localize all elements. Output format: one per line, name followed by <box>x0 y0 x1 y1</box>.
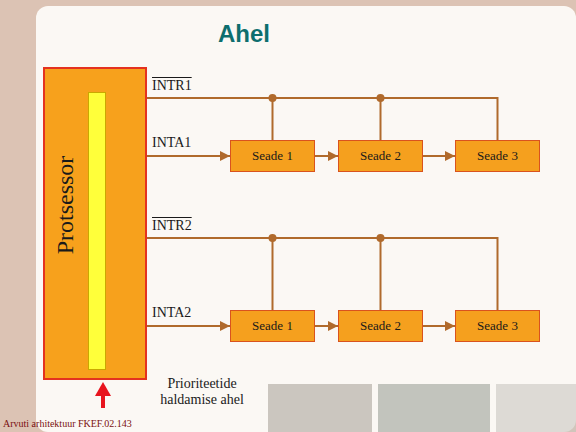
junction-dot <box>377 94 385 102</box>
processor-box: Protsessor <box>43 67 147 380</box>
junction-dot <box>377 234 385 242</box>
acknowledge-arrow <box>423 155 455 157</box>
node-text: Seade 2 <box>360 148 401 164</box>
device-box: Seade 1 <box>230 310 315 342</box>
node-text: Seade 1 <box>252 318 293 334</box>
acknowledge-arrow <box>147 325 230 327</box>
slide-title: Ahel <box>218 20 270 48</box>
signal-name: INTA1 <box>152 135 191 151</box>
photo-strip <box>496 384 576 432</box>
photo-strip <box>378 384 490 432</box>
request-line <box>147 98 498 140</box>
device-box: Seade 2 <box>338 310 423 342</box>
acknowledge-arrow <box>315 325 338 327</box>
acknowledge-arrow <box>147 155 230 157</box>
footer-text: Arvuti arhitektuur FKEF.02.143 <box>3 418 132 430</box>
device-box: Seade 1 <box>230 140 315 172</box>
priority-bar <box>88 92 106 370</box>
node-text: Seade 2 <box>360 318 401 334</box>
device-box: Seade 3 <box>455 310 540 342</box>
request-line <box>147 238 381 310</box>
priority-arrow <box>101 394 105 408</box>
node-text: Seade 3 <box>477 148 518 164</box>
device-box: Seade 2 <box>338 140 423 172</box>
node-text: Protsessor <box>52 156 79 255</box>
request-line <box>147 238 273 310</box>
signal-name: INTA2 <box>152 305 191 321</box>
junction-dot <box>269 234 277 242</box>
junction-dot <box>269 94 277 102</box>
signal-name: INTR1 <box>152 78 192 94</box>
request-line <box>147 98 273 140</box>
device-box: Seade 3 <box>455 140 540 172</box>
request-line <box>147 238 498 310</box>
acknowledge-arrow <box>315 155 338 157</box>
photo-strip <box>268 384 372 432</box>
acknowledge-arrow <box>423 325 455 327</box>
content-panel <box>36 6 576 432</box>
signal-name: INTR2 <box>152 218 192 234</box>
node-text: Seade 3 <box>477 318 518 334</box>
request-line <box>147 98 381 140</box>
callout-label: Prioriteetide haldamise ahel <box>140 376 264 408</box>
node-text: Seade 1 <box>252 148 293 164</box>
priority-arrowhead <box>95 382 111 396</box>
